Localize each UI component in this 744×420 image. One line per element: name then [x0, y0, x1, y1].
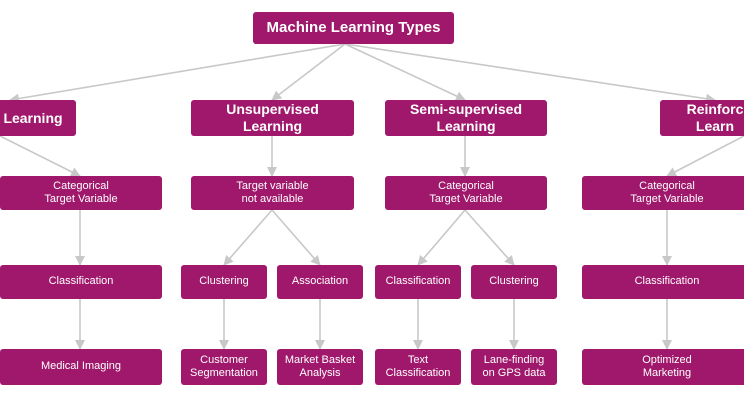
arrow-11	[417, 209, 466, 266]
task-semi-clustering: Clustering	[471, 265, 557, 299]
task-reinforcement-classification: Classification	[582, 265, 744, 299]
condition-supervised: Categorical Target Variable	[0, 176, 162, 210]
arrow-7	[666, 135, 744, 177]
example-lane-finding: Lane-finding on GPS data	[471, 349, 557, 385]
category-unsupervised: Unsupervised Learning	[191, 100, 354, 136]
task-semi-classification: Classification	[375, 265, 461, 299]
example-text-classification: Text Classification	[375, 349, 461, 385]
arrow-3	[344, 43, 716, 104]
task-supervised-classification: Classification	[0, 265, 162, 299]
task-unsupervised-association: Association	[277, 265, 363, 299]
arrow-1	[271, 43, 346, 101]
condition-semi-supervised: Categorical Target Variable	[385, 176, 547, 210]
task-unsupervised-clustering: Clustering	[181, 265, 267, 299]
condition-reinforcement: Categorical Target Variable	[582, 176, 744, 210]
category-reinforcement: Reinforc Learn	[660, 100, 744, 136]
arrow-12	[464, 209, 515, 266]
arrow-10	[271, 209, 321, 266]
arrow-9	[223, 209, 273, 266]
example-customer-segmentation: Customer Segmentation	[181, 349, 267, 385]
arrow-2	[344, 43, 466, 101]
category-semi-supervised: Semi-supervised Learning	[385, 100, 547, 136]
example-medical-imaging: Medical Imaging	[0, 349, 162, 385]
category-supervised: Learning	[0, 100, 76, 136]
arrow-4	[0, 135, 81, 177]
root-node: Machine Learning Types	[253, 12, 454, 44]
example-market-basket-analysis: Market Basket Analysis	[277, 349, 363, 385]
arrow-0	[9, 43, 346, 104]
example-optimized-marketing: Optimized Marketing	[582, 349, 744, 385]
condition-unsupervised: Target variable not available	[191, 176, 354, 210]
